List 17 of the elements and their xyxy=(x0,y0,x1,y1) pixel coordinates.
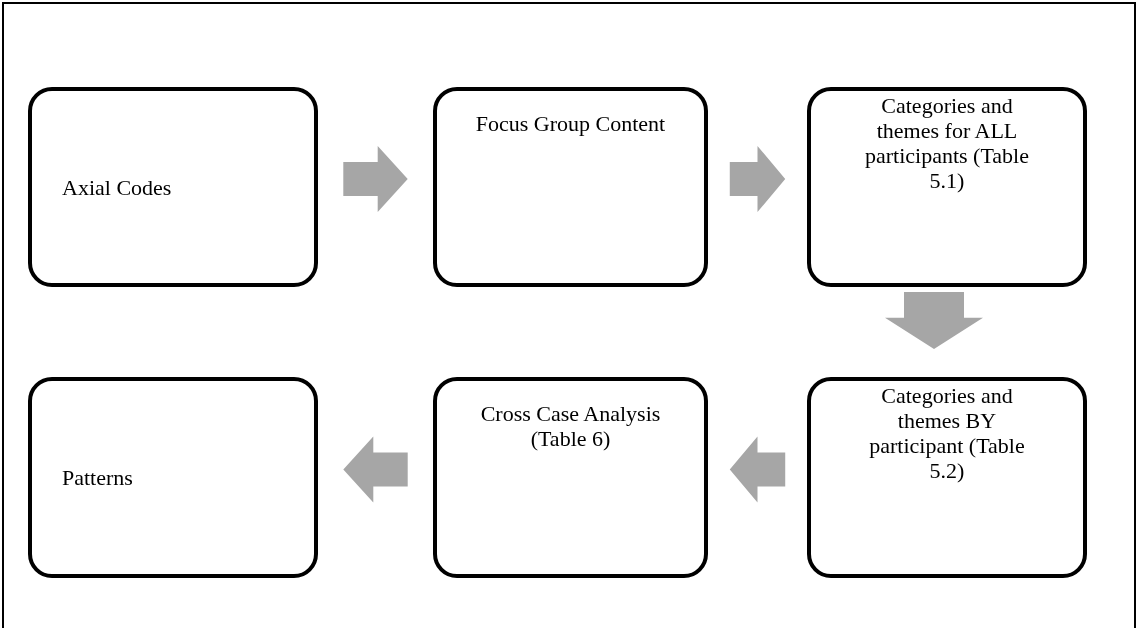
process-box xyxy=(807,377,1087,578)
box-label: Axial Codes xyxy=(62,174,172,200)
block-arrow xyxy=(729,146,786,212)
block-arrow xyxy=(343,146,408,212)
box-label: Categories and themes for ALL participants (Table 5.1) xyxy=(864,93,1030,193)
block-arrow xyxy=(885,292,983,349)
process-box xyxy=(433,87,708,287)
process-box xyxy=(433,377,708,578)
box-label: Focus Group Content xyxy=(475,111,666,136)
box-label: Categories and themes BY participant (Table 5.2) xyxy=(868,383,1026,483)
process-box xyxy=(28,87,318,287)
block-arrow xyxy=(729,436,786,503)
box-label: Cross Case Analysis (Table 6) xyxy=(479,401,662,451)
block-arrow xyxy=(343,436,408,503)
process-box xyxy=(807,87,1087,287)
process-box xyxy=(28,377,318,578)
box-label: Patterns xyxy=(62,465,133,490)
